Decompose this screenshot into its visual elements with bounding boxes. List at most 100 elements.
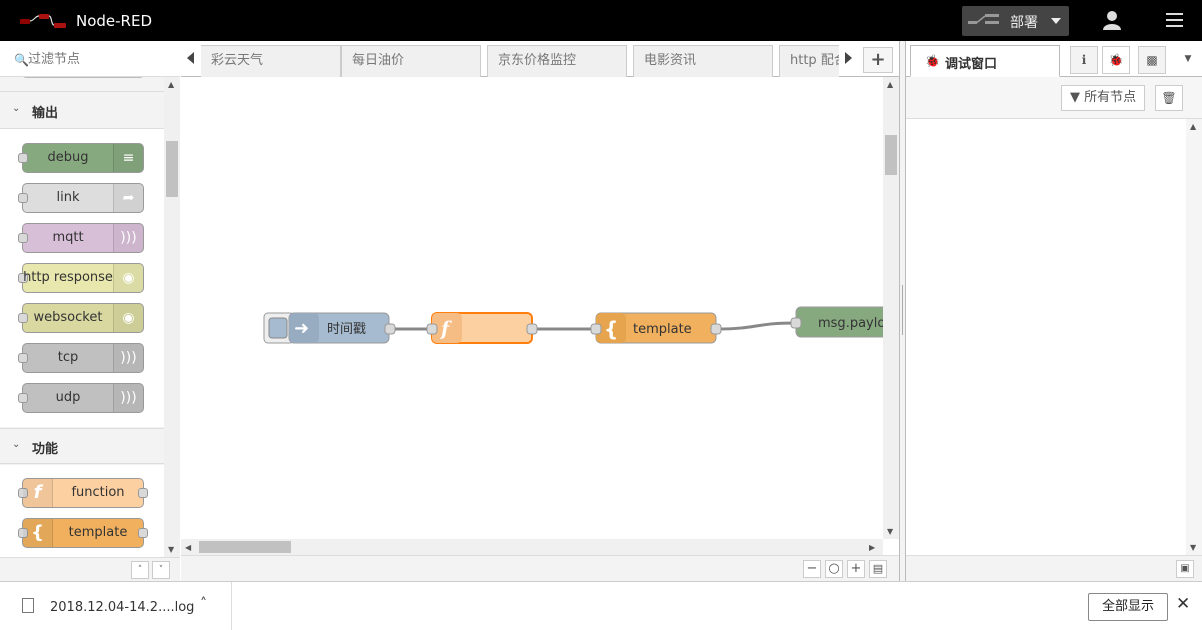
monitor-icon[interactable]: ▣ (1176, 560, 1194, 578)
flow-diagram[interactable]: ➜ 时间戳 f { template (181, 77, 883, 539)
chevron-down-icon[interactable]: ▼ (1184, 54, 1192, 64)
filter-nodes-button[interactable]: ▼ 所有节点 (1061, 85, 1145, 111)
chevron-up-icon[interactable]: ˄ (200, 596, 207, 612)
node-palette: 🔍 ⌄ 输出 debug ≡ link ➦ mqtt ))) (0, 41, 180, 581)
canvas-vscroll-thumb[interactable] (885, 135, 897, 175)
main-menu-button[interactable] (1160, 8, 1188, 34)
show-all-downloads-button[interactable]: 全部显示 (1088, 593, 1168, 621)
inject-arrow-icon: ➜ (294, 318, 309, 339)
scroll-down-icon[interactable]: ▼ (887, 527, 894, 536)
deploy-icon (968, 14, 999, 24)
scroll-down-icon[interactable]: ▼ (1190, 543, 1197, 552)
workspace: 彩云天气 每日油价 京东价格监控 电影资讯 http 配合 + ➜ 时间戳 (181, 41, 899, 581)
function-icon: f (439, 318, 452, 340)
deploy-button[interactable]: 部署 (962, 6, 1069, 36)
scroll-up-icon[interactable]: ▲ (887, 80, 894, 89)
download-file-name: 2018.12.04-14.2....log (50, 600, 195, 615)
flow-node-timestamp[interactable]: ➜ 时间戳 (263, 312, 396, 344)
tab-scroll-left-button[interactable] (181, 41, 201, 77)
palette-scrollbar[interactable]: ▲ ▼ (164, 77, 180, 557)
sidebar-tabs: 🐞 调试窗口 i 🐞 ▩ ▼ (906, 41, 1202, 77)
expand-all-button[interactable]: ˅ (152, 561, 170, 579)
flow-tab[interactable]: http 配合 (779, 45, 839, 77)
zoom-out-button[interactable]: − (803, 560, 821, 578)
sidebar: 🐞 调试窗口 i 🐞 ▩ ▼ ▼ 所有节点 🗑 ▲ ▼ ▣ (906, 41, 1202, 581)
input-port (790, 317, 802, 329)
dashboard-chart-icon[interactable]: ▩ (1138, 46, 1166, 74)
palette-node-function[interactable]: f function (18, 478, 148, 508)
palette-footer: ˄ ˅ (0, 557, 180, 581)
collapse-all-button[interactable]: ˄ (131, 561, 149, 579)
flow-canvas[interactable]: ➜ 时间戳 f { template (181, 77, 883, 539)
resize-grip[interactable] (902, 285, 903, 335)
bridge-icon: ))) (113, 384, 143, 412)
palette-node-http-response[interactable]: http response ◉ (18, 263, 144, 293)
zoom-reset-button[interactable]: ○ (825, 560, 843, 578)
scroll-up-icon[interactable]: ▲ (168, 80, 175, 89)
sidebar-footer: ▣ (906, 555, 1202, 581)
download-bar: 2018.12.04-14.2....log ˄ 全部显示 ✕ (0, 581, 1202, 630)
scroll-up-icon[interactable]: ▲ (1190, 122, 1197, 131)
category-body-function: f function { template (0, 465, 164, 557)
wire[interactable] (717, 321, 795, 331)
canvas-hscroll-thumb[interactable] (199, 541, 291, 553)
chevron-down-icon: ⌄ (12, 439, 21, 450)
flow-tab[interactable]: 彩云天气 (201, 45, 341, 77)
palette-node-tcp[interactable]: tcp ))) (18, 343, 144, 373)
workspace-footer: − ○ + ▤ (181, 555, 899, 581)
list-icon: ≡ (113, 144, 143, 172)
scroll-down-icon[interactable]: ▼ (168, 545, 175, 554)
flow-tab[interactable]: 每日油价 (341, 45, 481, 77)
node-red-logo-icon (20, 14, 66, 28)
tab-scroll-right-button[interactable] (839, 41, 859, 77)
header-bar: Node-RED 部署 (0, 0, 1202, 41)
canvas-horizontal-scrollbar[interactable]: ◀ ▶ (181, 539, 883, 555)
deploy-label: 部署 (1010, 15, 1038, 31)
palette-node-debug[interactable]: debug ≡ (18, 143, 144, 173)
flow-node-template[interactable]: { template (590, 312, 722, 344)
scroll-left-icon (187, 52, 194, 64)
canvas-vertical-scrollbar[interactable]: ▲ ▼ (883, 77, 899, 539)
sidebar-scrollbar[interactable]: ▲ ▼ (1186, 119, 1202, 555)
flow-tab[interactable]: 电影资讯 (633, 45, 773, 77)
category-header-function[interactable]: ⌄ 功能 (0, 428, 164, 464)
add-flow-button[interactable]: + (863, 47, 893, 73)
scroll-left-icon[interactable]: ◀ (185, 543, 192, 552)
scroll-right-icon[interactable]: ▶ (869, 543, 876, 552)
palette-search-input[interactable] (28, 50, 168, 68)
flow-node-function[interactable]: f (426, 312, 538, 344)
palette-node-link[interactable]: link ➦ (18, 183, 144, 213)
output-port (384, 323, 396, 335)
palette-node-udp[interactable]: udp ))) (18, 383, 144, 413)
output-port (138, 528, 148, 538)
category-header-output[interactable]: ⌄ 输出 (0, 93, 164, 129)
input-port (18, 528, 28, 538)
flow-tab[interactable]: 京东价格监控 (487, 45, 627, 77)
user-menu-button[interactable] (1098, 8, 1126, 34)
input-port (18, 353, 28, 363)
bridge-icon: ))) (113, 224, 143, 252)
deploy-caret-icon[interactable] (1051, 18, 1061, 24)
navigator-map-icon[interactable]: ▤ (869, 560, 887, 578)
download-item[interactable]: 2018.12.04-14.2....log ˄ (0, 582, 232, 630)
sidebar-separator[interactable] (899, 41, 906, 581)
palette-scroll-thumb[interactable] (166, 141, 178, 197)
bridge-icon: ))) (113, 344, 143, 372)
zoom-in-button[interactable]: + (847, 560, 865, 578)
debug-message-list (906, 119, 1186, 555)
info-icon[interactable]: i (1070, 46, 1098, 74)
debug-toolbar: ▼ 所有节点 🗑 (906, 77, 1202, 119)
input-port (590, 323, 602, 335)
template-icon: { (23, 519, 53, 547)
flow-node-debug[interactable]: msg.paylo (790, 306, 883, 338)
globe-icon: ◉ (113, 264, 143, 292)
close-icon[interactable]: ✕ (1176, 594, 1191, 614)
bug-icon[interactable]: 🐞 (1102, 46, 1130, 74)
flow-tabs: 彩云天气 每日油价 京东价格监控 电影资讯 http 配合 + (181, 41, 899, 77)
input-port (426, 323, 438, 335)
palette-node-mqtt[interactable]: mqtt ))) (18, 223, 144, 253)
palette-node-websocket[interactable]: websocket ◉ (18, 303, 144, 333)
tab-debug[interactable]: 🐞 调试窗口 (910, 45, 1060, 77)
palette-node-template[interactable]: { template (18, 518, 148, 548)
clear-messages-button[interactable]: 🗑 (1155, 85, 1183, 111)
